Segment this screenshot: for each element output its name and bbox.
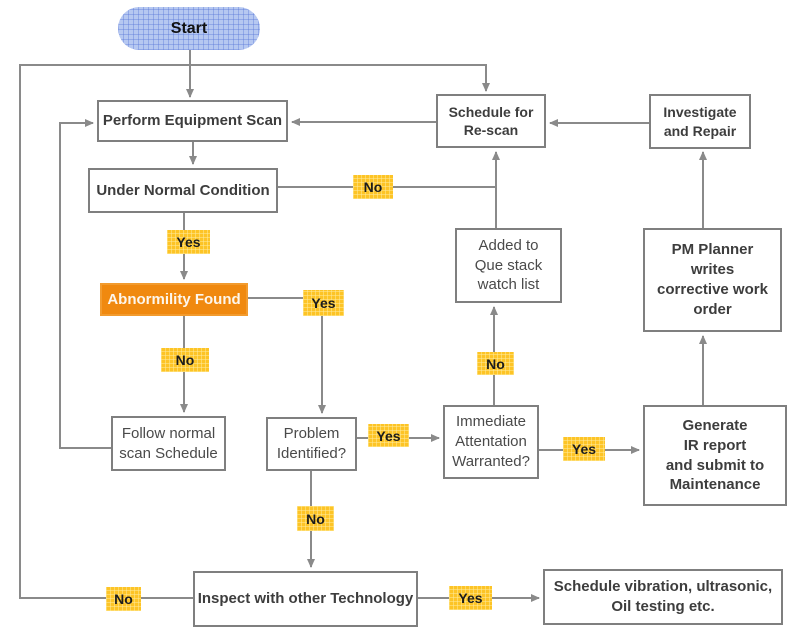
tag-no-inspect-other-technology: No: [106, 587, 141, 611]
node-investigate-and-repair: Investigate and Repair: [649, 94, 751, 149]
tag-yes-immediate-attentation: Yes: [563, 437, 605, 461]
node-schedule-for-rescan: Schedule for Re-scan: [436, 94, 546, 148]
tag-no-abnormility: No: [161, 348, 209, 372]
node-start: Start: [118, 7, 260, 50]
node-schedule-vibration-ultrasonic: Schedule vibration, ultrasonic, Oil test…: [543, 569, 783, 625]
tag-yes-under-normal: Yes: [167, 230, 210, 254]
node-inspect-with-other-technology: Inspect with other Technology: [193, 571, 418, 627]
node-abnormility-found: Abnormility Found: [100, 283, 248, 316]
tag-no-under-normal: No: [353, 175, 393, 199]
edge-inspect-no-loop-to-rescan: [19, 64, 490, 599]
node-added-to-que-stack-watch-list: Added to Que stack watch list: [455, 228, 562, 303]
node-problem-identified: Problem Identified?: [266, 417, 357, 471]
node-pm-planner-writes-corrective-work-order: PM Planner writes corrective work order: [643, 228, 782, 332]
tag-no-problem-identified: No: [297, 506, 334, 531]
node-under-normal-condition: Under Normal Condition: [88, 168, 278, 213]
node-perform-equipment-scan: Perform Equipment Scan: [97, 100, 288, 142]
tag-yes-problem-identified: Yes: [368, 424, 409, 447]
edge-follow-to-perform: [59, 119, 111, 449]
node-immediate-attentation-warranted: Immediate Attentation Warranted?: [443, 405, 539, 479]
node-generate-ir-report: Generate IR report and submit to Mainten…: [643, 405, 787, 506]
tag-yes-inspect-other-technology: Yes: [449, 586, 492, 610]
tag-no-immediate-attentation: No: [477, 352, 514, 375]
node-follow-normal-scan-schedule: Follow normal scan Schedule: [111, 416, 226, 471]
tag-yes-abnormility: Yes: [303, 290, 344, 316]
